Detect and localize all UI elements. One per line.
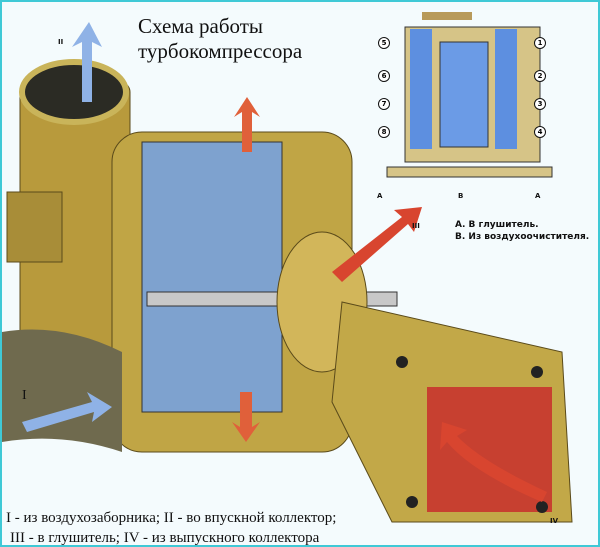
- flow-label-ii: II: [58, 38, 64, 46]
- legend-a: А. В глушитель.: [455, 220, 539, 230]
- oil-arrow-down: [232, 392, 260, 442]
- flow-arrow-iv: [440, 422, 547, 502]
- cylinder-number: 1: [534, 37, 546, 49]
- oil-arrow-up: [234, 97, 260, 152]
- engine-label-a: А: [535, 192, 541, 200]
- cylinder-number: 5: [378, 37, 390, 49]
- flow-label-iii: III: [412, 222, 420, 230]
- flow-arrow-iii: [332, 207, 422, 282]
- diagram-title: Схема работы турбокомпрессора: [138, 14, 302, 64]
- engine-label-b: В: [458, 192, 464, 200]
- flow-label-iv: IV: [550, 517, 559, 525]
- flow-arrow-i: [22, 392, 112, 432]
- engine-schematic: [386, 12, 553, 178]
- caption-line-1: I - из воздухозаборника; II - во впускно…: [6, 510, 337, 526]
- caption-line-2: III - в глушитель; IV - из выпускного ко…: [10, 530, 320, 546]
- flow-label-i: I: [22, 388, 27, 403]
- cylinder-number: 2: [534, 70, 546, 82]
- engine-label-a: А: [377, 192, 383, 200]
- engine-legend: А. В глушитель. В. Из воздухоочистителя.: [455, 219, 589, 243]
- cylinder-number: 8: [378, 126, 390, 138]
- legend-b: В. Из воздухоочистителя.: [455, 232, 590, 242]
- cylinder-number: 7: [378, 98, 390, 110]
- turbocharger-body: [2, 59, 573, 523]
- title-line-1: Схема работы: [138, 14, 264, 38]
- title-line-2: турбокомпрессора: [138, 39, 303, 63]
- cylinder-number: 3: [534, 98, 546, 110]
- cylinder-number: 6: [378, 70, 390, 82]
- cylinder-number: 4: [534, 126, 546, 138]
- flow-arrow-ii: [72, 22, 102, 102]
- caption: I - из воздухозаборника; II - во впускно…: [6, 508, 337, 546]
